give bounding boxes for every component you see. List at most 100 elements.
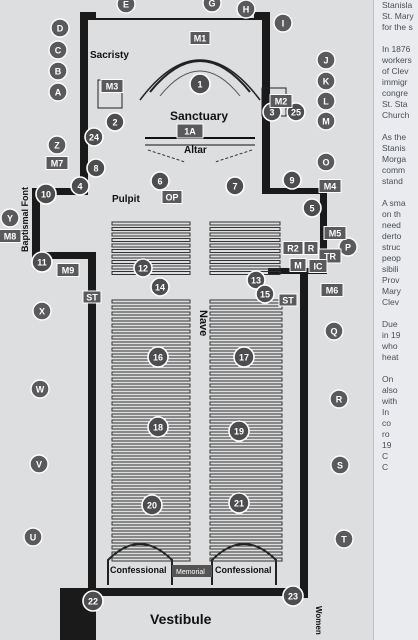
marker-t: T [334,529,354,549]
svg-text:7: 7 [232,182,237,192]
svg-text:W: W [36,385,45,395]
svg-text:6: 6 [157,177,162,187]
side-text-line [378,308,418,319]
pew [209,341,283,346]
pew [209,260,281,264]
pew [111,389,191,394]
pew [111,467,191,472]
side-text-line: C [382,462,389,472]
side-text-line: comm [382,165,406,175]
pew [209,221,281,226]
marker-p: P [338,237,358,257]
svg-text:J: J [323,56,328,66]
pew [111,317,191,322]
pew [111,371,191,376]
box-m7: M7 [45,156,69,170]
box-m3: M3 [100,79,124,93]
marker-19: 19 [228,420,250,442]
side-text-line: workers [382,55,412,65]
women-label: Women [314,606,323,635]
marker-10: 10 [35,183,57,205]
svg-text:R: R [336,395,343,405]
pew [209,467,283,472]
marker-20: 20 [141,494,163,516]
pew [111,254,191,259]
side-text-line: congre [382,88,408,98]
svg-text:13: 13 [251,276,261,286]
svg-text:V: V [36,460,42,470]
pew [111,341,191,346]
pews [111,221,283,562]
svg-text:R2: R2 [287,244,299,254]
pew [111,545,191,550]
pew [209,227,281,231]
marker-15: 15 [255,284,275,304]
pew [111,407,191,412]
pew [209,371,283,376]
pew [209,527,283,532]
marker-k: K [316,71,336,91]
pew [209,265,281,270]
pew [209,377,283,382]
pew [209,491,283,496]
marker-17: 17 [233,346,255,368]
svg-text:ST: ST [86,293,98,303]
svg-text:9: 9 [289,176,294,186]
svg-text:1: 1 [197,80,202,90]
marker-12: 12 [133,258,153,278]
svg-text:M4: M4 [324,182,337,192]
svg-text:20: 20 [147,501,157,511]
svg-text:M9: M9 [62,266,75,276]
box-m6: M6 [320,283,344,297]
pew [209,238,281,242]
pew [209,485,283,490]
side-text-line: with [382,396,398,406]
pew [209,473,283,478]
side-text-line: struc [382,242,401,252]
box-st: ST [82,290,102,304]
svg-text:S: S [337,461,343,471]
marker-7: 7 [225,176,245,196]
marker-d: D [50,18,70,38]
side-text-line: who [382,341,398,351]
side-text-line: sibili [382,264,399,274]
marker-w: W [30,379,50,399]
svg-text:2: 2 [112,118,117,128]
svg-text:R: R [308,244,315,254]
pew [111,395,191,400]
side-text-line: Mary [382,286,401,296]
side-text-line: also [382,385,398,395]
pew [111,311,191,316]
box-m4: M4 [318,179,342,193]
side-text-line: stand [382,176,403,186]
svg-text:I: I [282,19,285,29]
marker-22: 22 [82,590,104,612]
pew [111,221,191,226]
svg-text:M6: M6 [326,286,339,296]
pew [111,521,191,526]
marker-24: 24 [84,127,104,147]
svg-text:M3: M3 [106,82,119,92]
marker-z: Z [47,135,67,155]
svg-text:M: M [294,261,302,271]
pew [209,407,283,412]
svg-text:OP: OP [165,193,178,203]
marker-v: V [29,454,49,474]
side-text-line: derto [382,231,402,241]
marker-u: U [23,527,43,547]
pew [111,455,191,460]
pew [111,443,191,448]
pew [209,545,283,550]
svg-text:D: D [57,24,64,34]
svg-text:22: 22 [88,597,98,607]
side-text-line: On [382,374,394,384]
side-text-line: Due [382,319,398,329]
marker-s: S [330,455,350,475]
svg-text:14: 14 [155,283,165,293]
side-text-line: ro [382,429,390,439]
pew [209,521,283,526]
side-text-line: As the [382,132,407,142]
svg-text:4: 4 [77,182,82,192]
pew [209,232,281,237]
